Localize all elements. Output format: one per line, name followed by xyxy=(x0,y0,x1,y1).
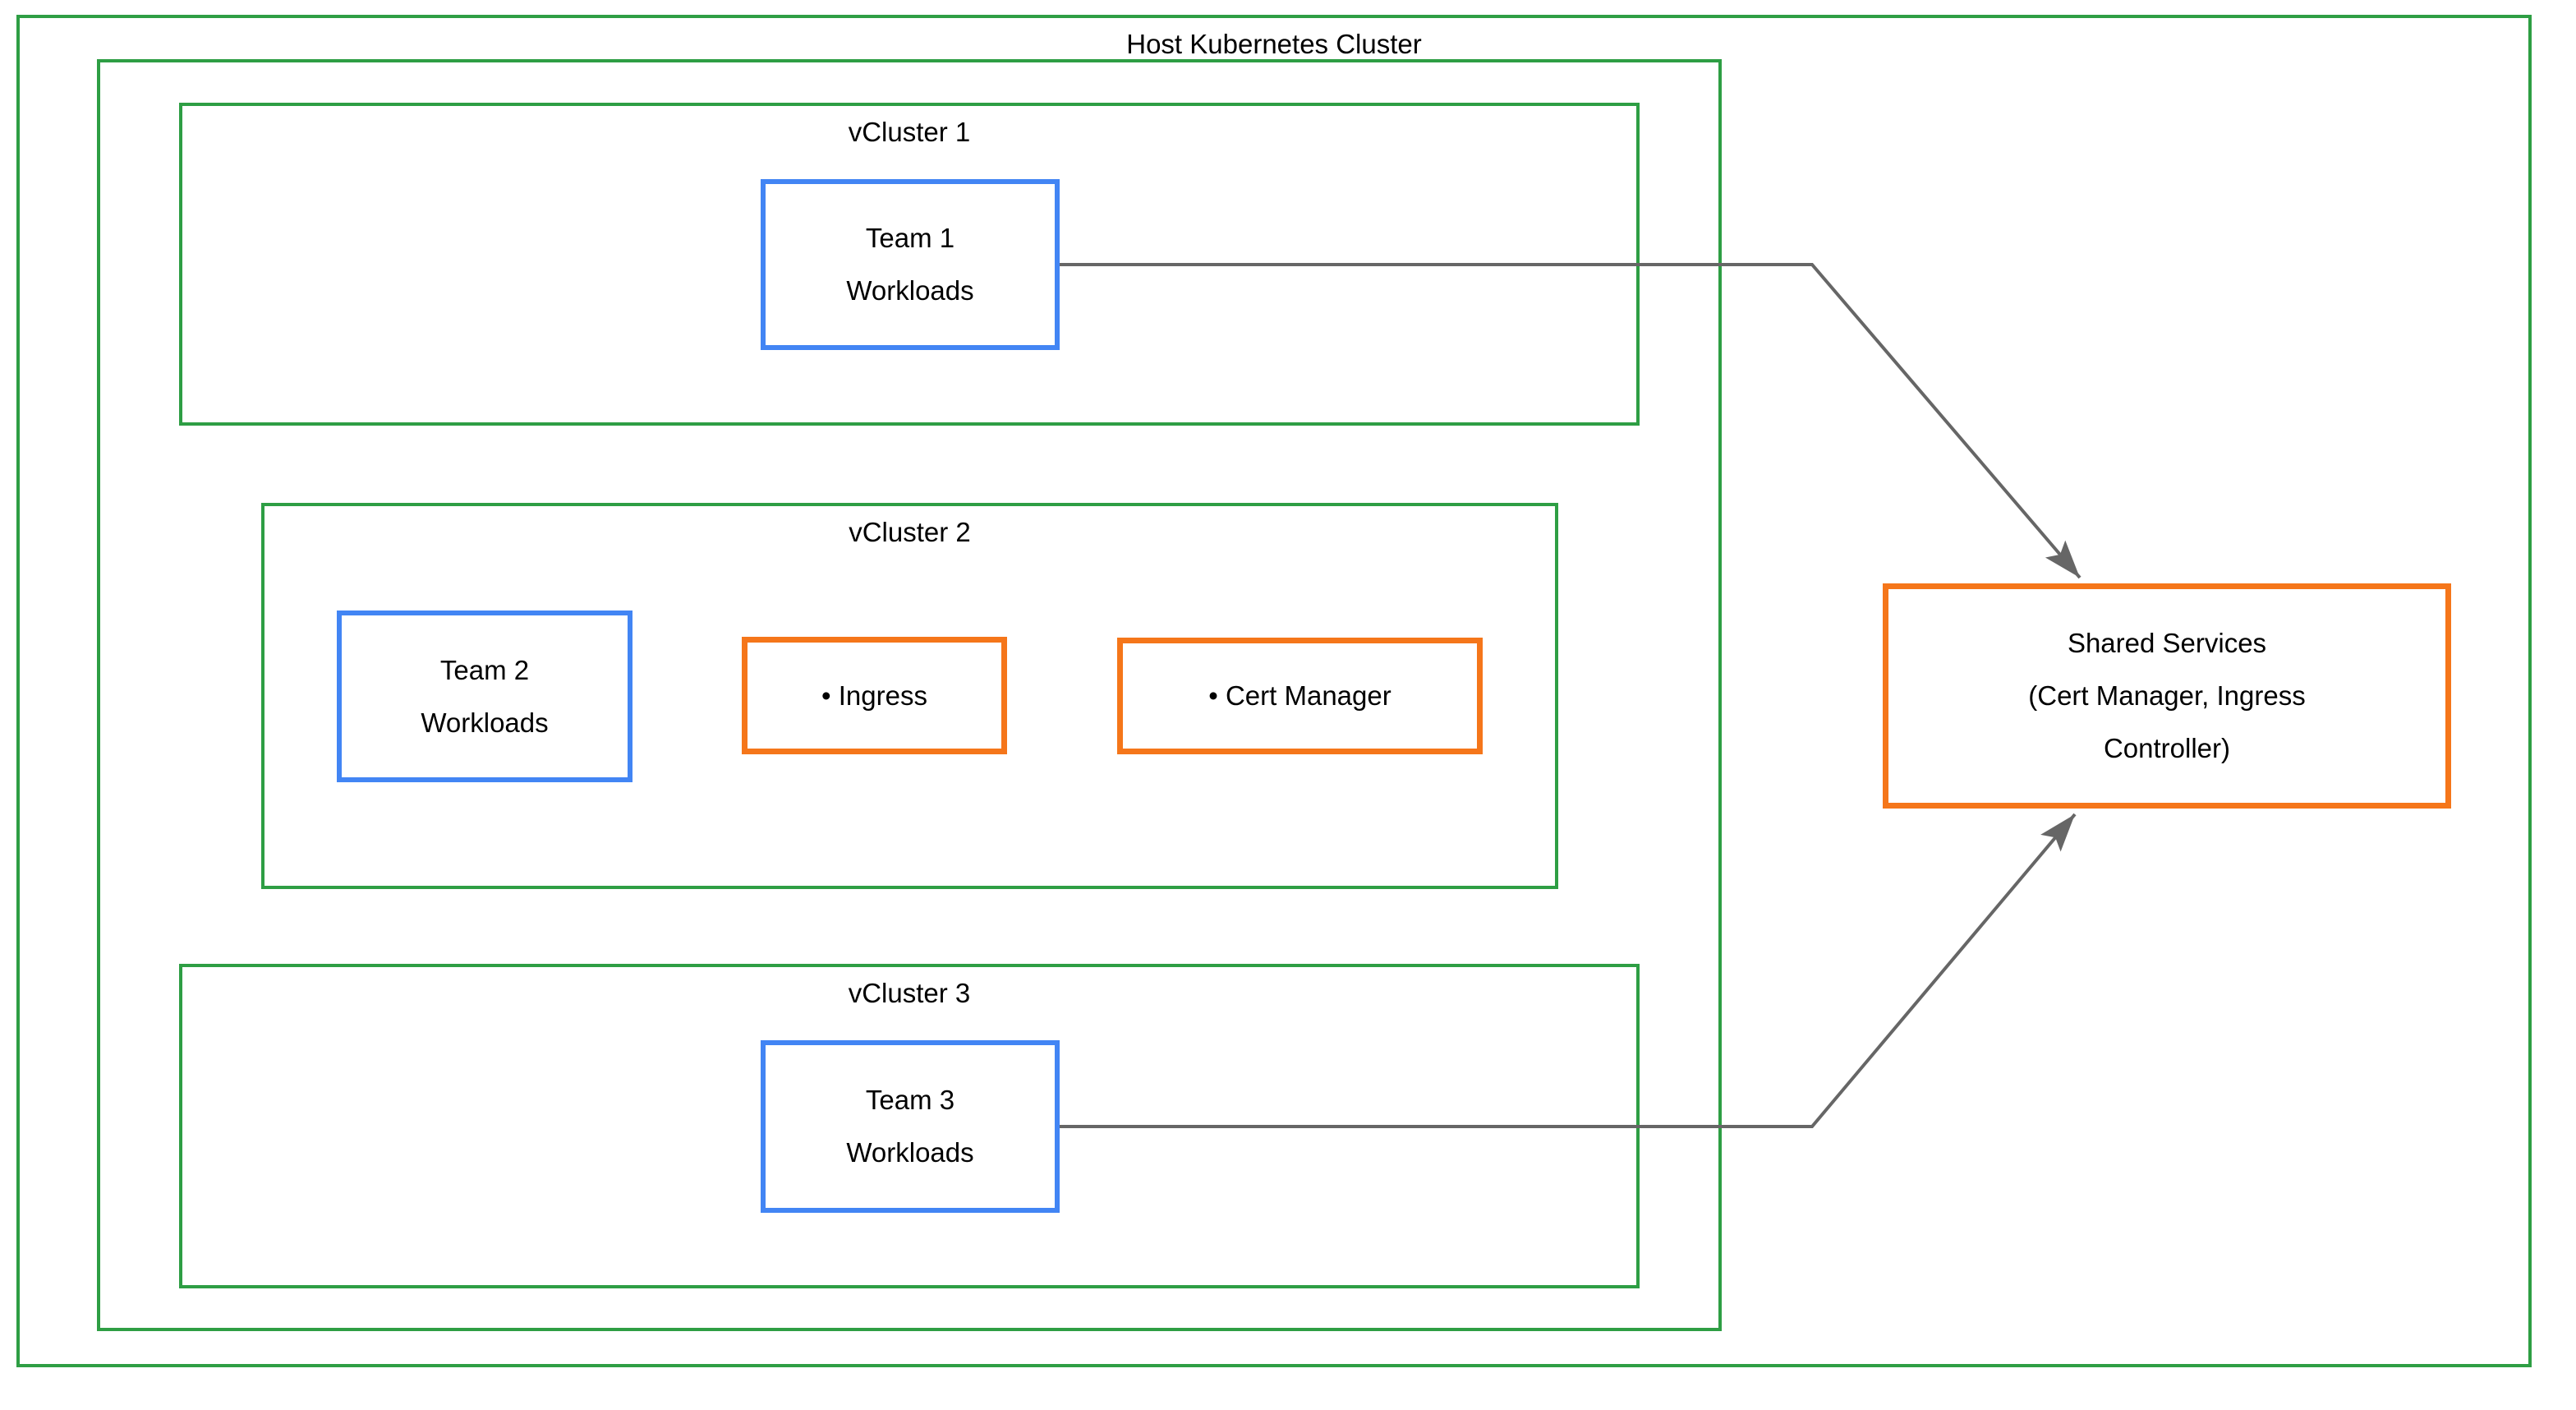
vclusters-container-box xyxy=(97,59,1722,1331)
vcluster2-box: vCluster 2 xyxy=(261,503,1558,889)
vcluster3-title: vCluster 3 xyxy=(848,978,971,1008)
team3-workloads-label: Team 3 Workloads xyxy=(766,1045,1055,1208)
team3-workloads-box: Team 3 Workloads xyxy=(761,1040,1060,1213)
label-line: Workloads xyxy=(846,275,974,306)
label-line: • Ingress xyxy=(821,680,927,711)
label-line: Shared Services xyxy=(2067,628,2267,658)
team2-workloads-box: Team 2 Workloads xyxy=(337,611,632,782)
label-line: Workloads xyxy=(421,707,549,738)
label-line: Workloads xyxy=(846,1137,974,1168)
cert-manager-box: • Cert Manager xyxy=(1117,638,1483,754)
team1-workloads-box: Team 1 Workloads xyxy=(761,179,1060,350)
cert-manager-label: • Cert Manager xyxy=(1123,643,1477,749)
vcluster1-title: vCluster 1 xyxy=(848,117,971,147)
team1-workloads-label: Team 1 Workloads xyxy=(766,184,1055,345)
label-line: Team 2 xyxy=(439,654,530,685)
label-line: Team 3 xyxy=(865,1085,955,1115)
label-line: (Cert Manager, Ingress xyxy=(2028,680,2306,711)
label-line: Controller) xyxy=(2103,733,2231,763)
shared-services-box: Shared Services (Cert Manager, Ingress C… xyxy=(1883,583,2451,809)
label-line: • Cert Manager xyxy=(1208,680,1392,711)
host-cluster-title: Host Kubernetes Cluster xyxy=(1126,29,1422,59)
ingress-box: • Ingress xyxy=(742,637,1007,754)
host-cluster-box: Host Kubernetes Cluster xyxy=(16,15,2532,1367)
label-line: Team 1 xyxy=(865,223,955,253)
team2-workloads-label: Team 2 Workloads xyxy=(342,615,628,777)
vcluster2-title: vCluster 2 xyxy=(849,517,971,547)
shared-services-label: Shared Services (Cert Manager, Ingress C… xyxy=(1888,589,2445,803)
ingress-label: • Ingress xyxy=(748,643,1001,749)
